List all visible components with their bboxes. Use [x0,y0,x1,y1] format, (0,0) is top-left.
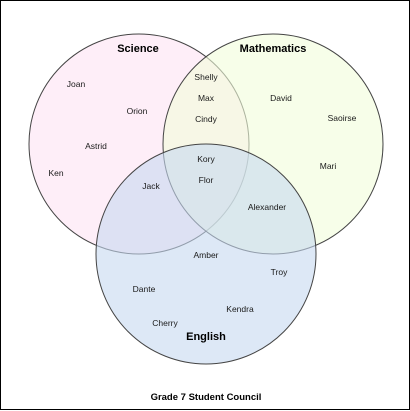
member-name-all-three: Flor [199,175,214,185]
member-name-mathematics-only: Saoirse [328,113,357,123]
member-name-science-mathematics: Cindy [195,114,217,124]
member-name-all-three: Kory [197,154,215,164]
member-name-english-only: Troy [271,267,288,277]
member-name-science-only: Astrid [85,141,107,151]
member-name-science-mathematics: Shelly [194,72,218,82]
science-set-title: Science [117,43,159,55]
member-name-english-only: Amber [193,250,218,260]
member-name-english-only: Dante [133,284,156,294]
member-name-science-only: Joan [67,79,86,89]
english-set-title: English [186,331,226,343]
member-name-science-english: Jack [142,181,160,191]
member-name-mathematics-only: David [270,93,292,103]
member-name-science-mathematics: Max [198,93,215,103]
member-name-english-only: Kendra [226,304,254,314]
mathematics-set-title: Mathematics [240,43,307,55]
member-name-science-only: Ken [48,168,63,178]
venn-circles [28,33,384,365]
member-name-science-only: Orion [127,106,148,116]
member-name-mathematics-only: Mari [320,161,337,171]
member-name-mathematics-english: Alexander [248,202,286,212]
english-set-circle [95,143,317,365]
diagram-caption: Grade 7 Student Council [151,392,262,403]
member-name-english-only: Cherry [152,318,178,328]
